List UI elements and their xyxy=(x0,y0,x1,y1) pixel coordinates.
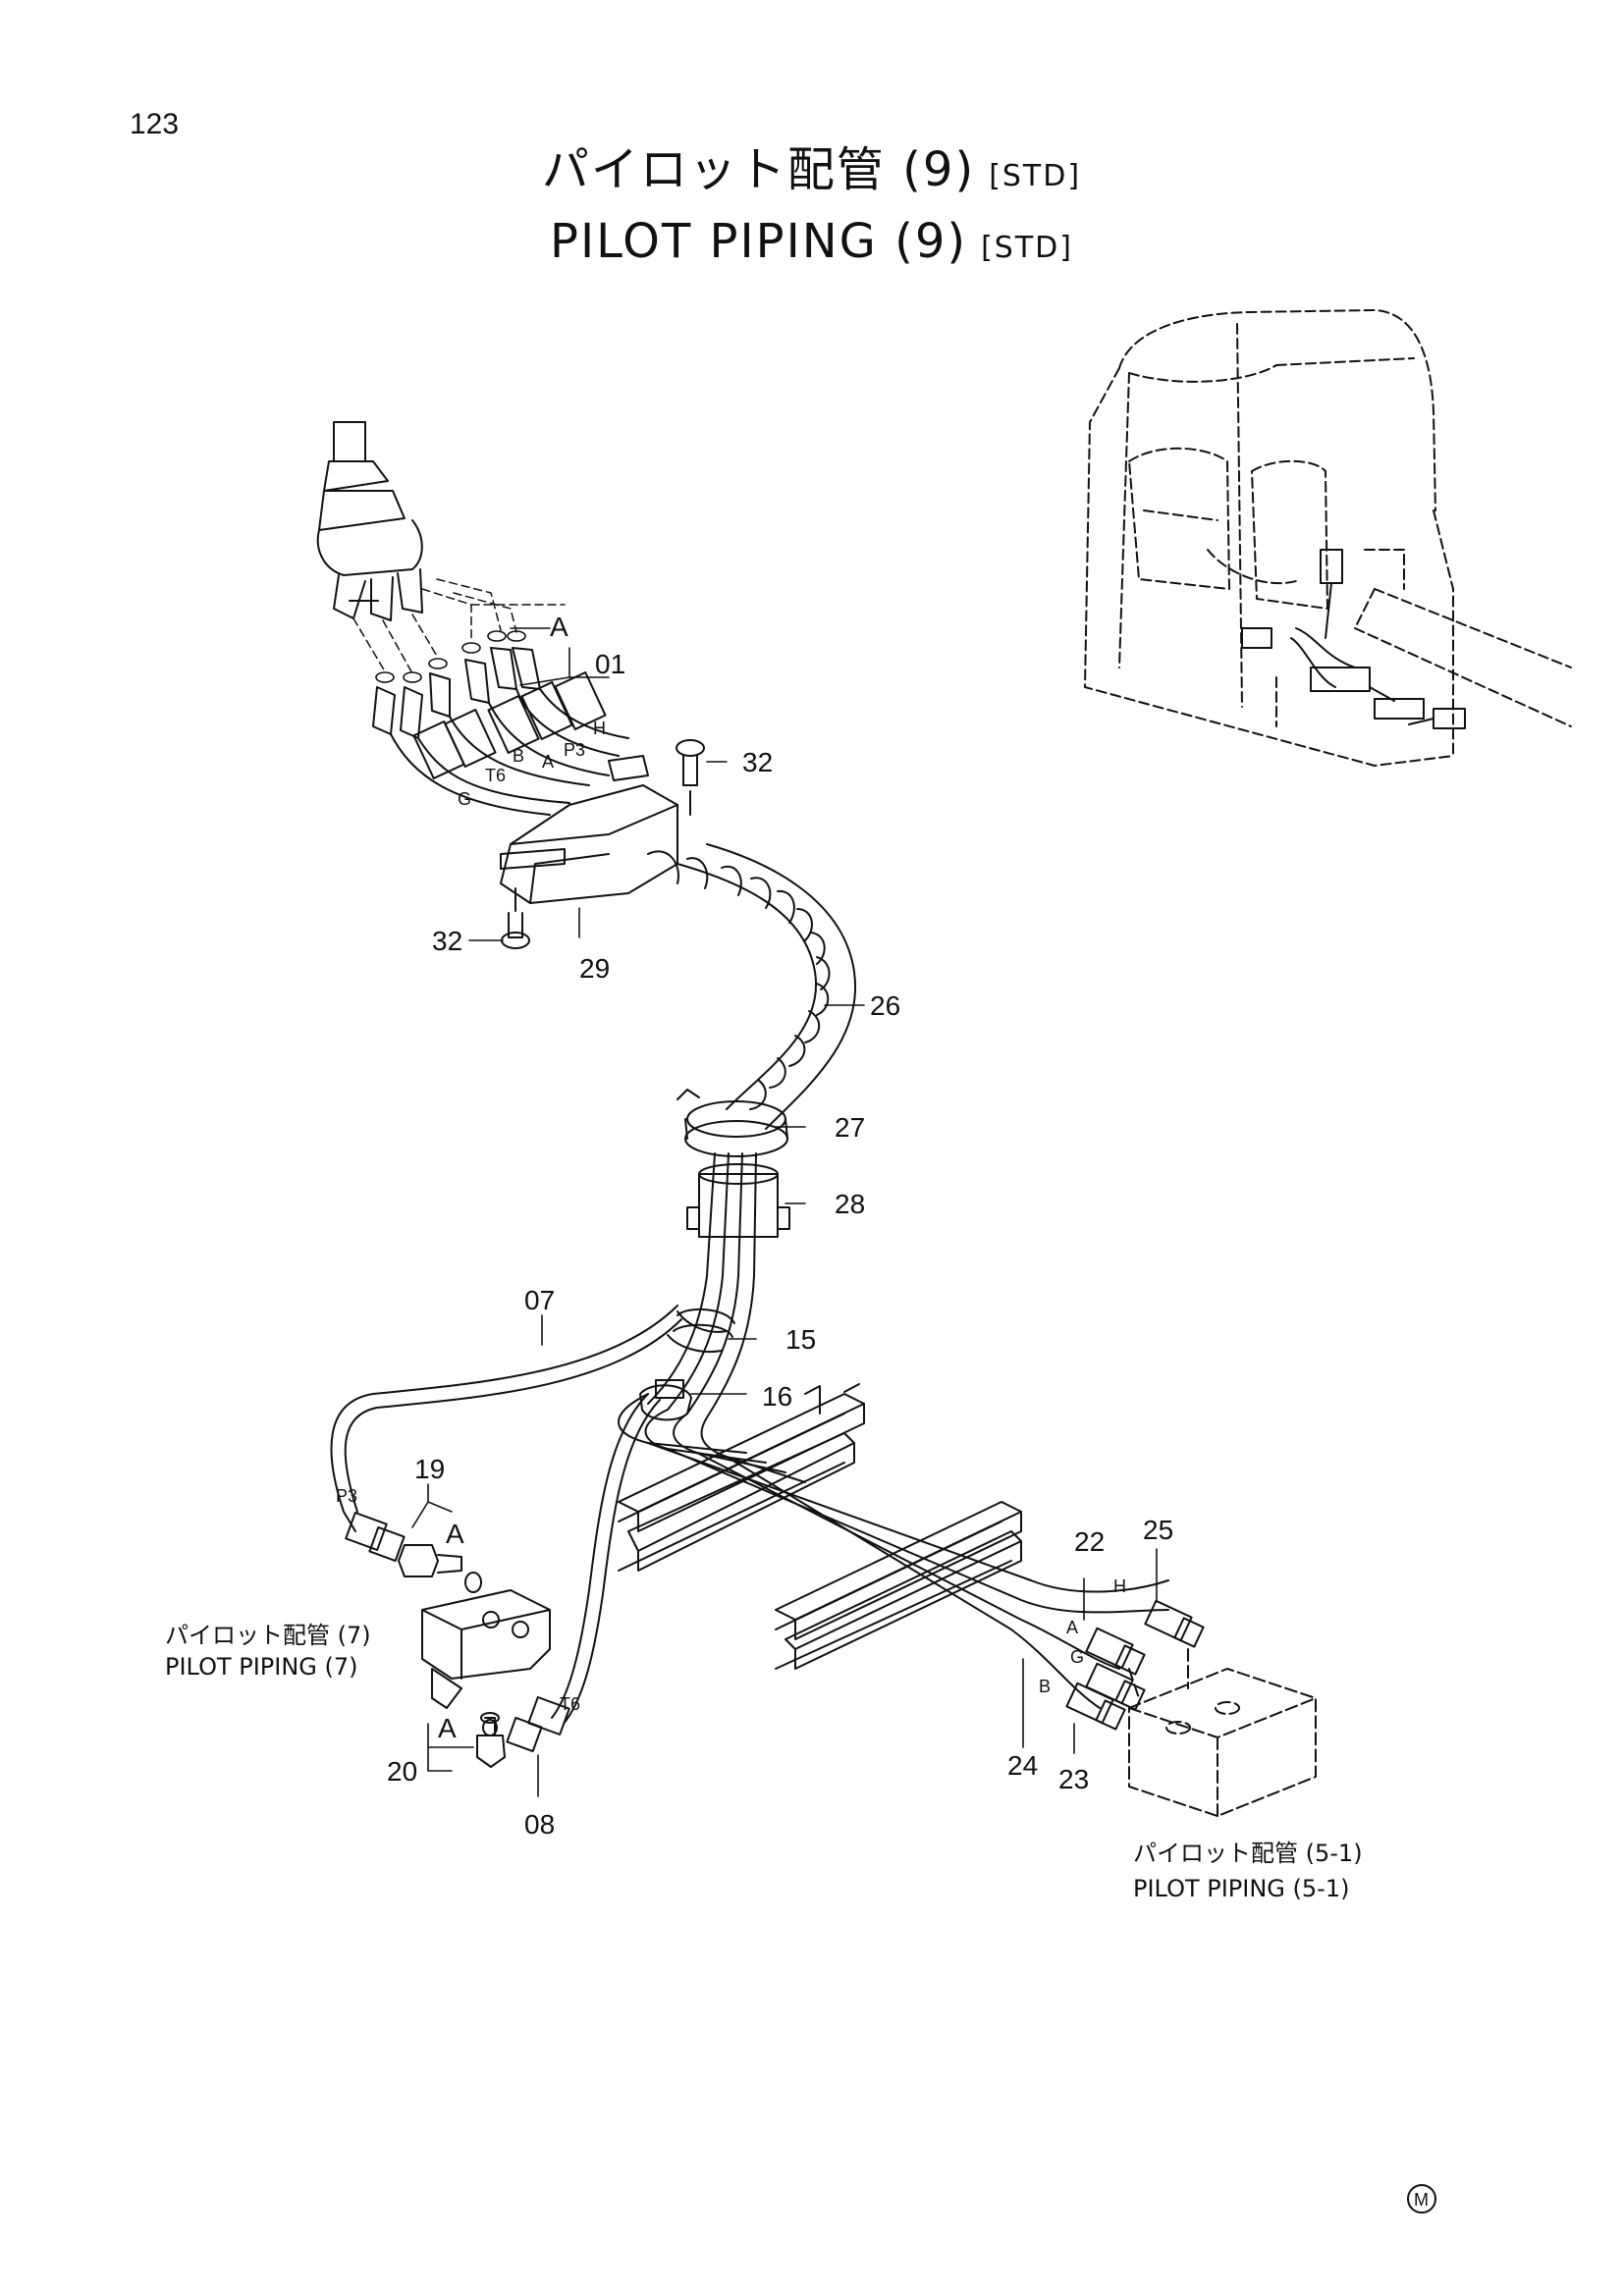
cab-inset-drawing xyxy=(1084,309,1572,767)
ref-pilot-piping-7-jp: パイロット配管 (7) xyxy=(165,1622,371,1649)
part-number-07: 07 xyxy=(524,1285,555,1315)
port-label-H-top: H xyxy=(593,719,606,738)
title-jp-tag: [STD] xyxy=(989,159,1082,193)
part-number-01: 01 xyxy=(595,649,625,679)
rail-upper xyxy=(618,1383,865,1572)
port-label-B-top: B xyxy=(513,746,524,766)
part-number-25: 25 xyxy=(1143,1515,1173,1545)
clamp-16 xyxy=(639,1379,692,1421)
part-number-16: 16 xyxy=(762,1381,792,1412)
part-number-27: 27 xyxy=(835,1112,865,1143)
label-A-top-group: A xyxy=(550,612,568,642)
title-block: パイロット配管 (9)[STD] PILOT PIPING (9)[STD] xyxy=(0,137,1623,281)
title-jp-text: パイロット配管 (9) xyxy=(541,142,976,197)
page-number: 123 xyxy=(130,108,180,140)
fitting-25 xyxy=(1144,1599,1205,1648)
title-en: PILOT PIPING (9) [STD] xyxy=(0,209,1623,281)
corner-mark-letter: M xyxy=(1414,2190,1429,2210)
fitting-22-A xyxy=(1085,1627,1146,1676)
port-label-T6-hose: T6 xyxy=(560,1694,580,1714)
port-label-G-right: G xyxy=(1070,1647,1084,1667)
port-label-P3-hose: P3 xyxy=(336,1486,357,1506)
hose-bundle-upper xyxy=(390,671,629,816)
grommet-27 xyxy=(676,1089,788,1157)
elbow-20 xyxy=(476,1712,506,1768)
title-en-text: PILOT PIPING (9) xyxy=(550,214,968,269)
part-number-28: 28 xyxy=(835,1189,865,1219)
port-label-P3-top: P3 xyxy=(564,740,585,760)
title-en-tag: [STD] xyxy=(981,231,1073,265)
hose-08-fitting xyxy=(506,1696,570,1753)
cab-inset-detail xyxy=(1241,549,1466,729)
ref-pilot-piping-5-1-jp: パイロット配管 (5-1) xyxy=(1133,1840,1363,1867)
adapter-19 xyxy=(398,1544,482,1593)
clamp-28 xyxy=(686,1163,790,1238)
corrugated-tube-26 xyxy=(647,843,857,1130)
band-15 xyxy=(673,1308,735,1338)
part-number-29: 29 xyxy=(579,953,610,984)
detail-mark-A-top: A xyxy=(550,612,568,642)
cover-29 xyxy=(500,755,678,904)
pilot-valve-body xyxy=(316,421,423,621)
detail-mark-A-20: A xyxy=(438,1713,457,1743)
hose-07-fitting xyxy=(345,1512,406,1563)
part-number-08: 08 xyxy=(524,1809,555,1840)
fitting-23-B xyxy=(1065,1682,1126,1731)
part-number-15: 15 xyxy=(785,1324,816,1355)
part-number-23: 23 xyxy=(1058,1764,1089,1794)
bolt-32-top xyxy=(676,739,705,816)
part-number-32-bottom: 32 xyxy=(432,926,462,956)
rail-lower xyxy=(775,1501,1022,1670)
port-label-A-top: A xyxy=(542,752,554,772)
leader-lines xyxy=(411,627,1158,1797)
part-number-22: 22 xyxy=(1074,1526,1105,1557)
adapter-fittings xyxy=(372,647,541,739)
hose-07 xyxy=(330,1305,682,1532)
valve-oring-leaders xyxy=(352,578,566,674)
hose-08 xyxy=(551,1393,661,1725)
port-label-T6-top: T6 xyxy=(485,766,506,785)
port-label-B-right: B xyxy=(1039,1677,1051,1696)
ref-pilot-piping-5-1-en: PILOT PIPING (5-1) xyxy=(1133,1875,1349,1902)
port-label-H-right: H xyxy=(1113,1576,1126,1596)
port-label-A-right: A xyxy=(1066,1618,1078,1637)
valve-block-pilot-piping-7 xyxy=(421,1589,551,1709)
detail-mark-A-19: A xyxy=(446,1519,464,1549)
part-number-19: 19 xyxy=(414,1454,445,1484)
part-number-26: 26 xyxy=(870,990,900,1021)
part-number-20: 20 xyxy=(387,1756,417,1787)
part-number-32-top: 32 xyxy=(742,747,773,777)
valve-block-pilot-piping-5-1 xyxy=(1128,1648,1317,1817)
o-rings xyxy=(375,630,526,683)
part-number-24: 24 xyxy=(1007,1750,1038,1781)
bolt-32-bottom xyxy=(501,887,530,949)
title-jp: パイロット配管 (9) [STD] xyxy=(0,137,1623,209)
port-label-G-top: G xyxy=(458,789,471,809)
corner-mark: M xyxy=(1407,2184,1436,2214)
ref-pilot-piping-7-en: PILOT PIPING (7) xyxy=(165,1653,358,1681)
